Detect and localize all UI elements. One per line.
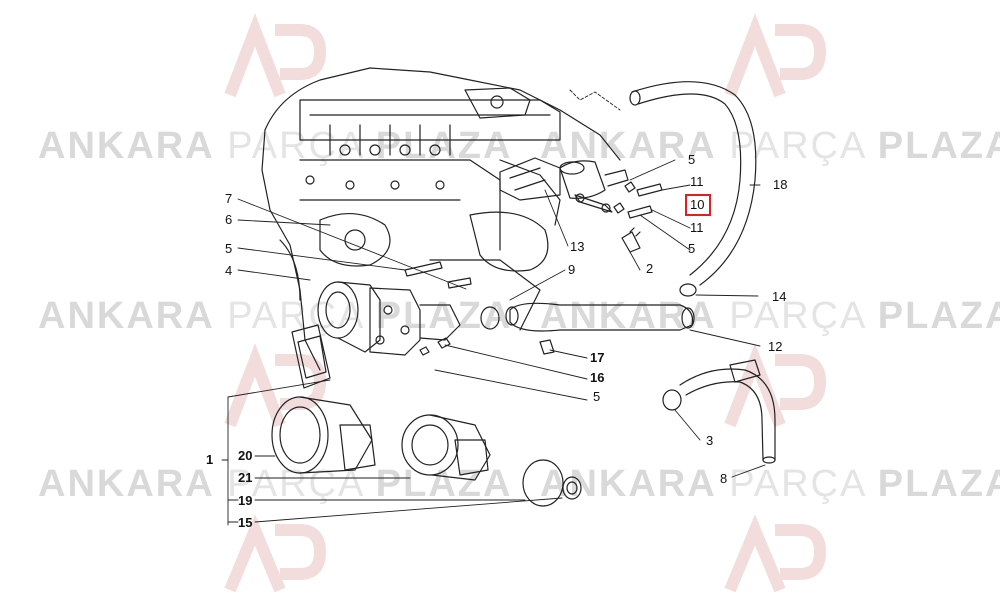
callout-13[interactable]: 13 (570, 239, 585, 254)
callout-7[interactable]: 7 (225, 191, 233, 206)
callout-21[interactable]: 21 (238, 470, 253, 485)
watermark-text: ANKARA PARÇA PLAZA (540, 125, 1000, 167)
callout-20[interactable]: 20 (238, 448, 253, 463)
callout-2[interactable]: 2 (646, 261, 654, 276)
callout-4[interactable]: 4 (225, 263, 233, 278)
logo-mark (224, 514, 327, 593)
callout-11[interactable]: 11 (690, 220, 704, 235)
callout-16[interactable]: 16 (590, 370, 605, 385)
callout-5[interactable]: 5 (688, 152, 696, 167)
callout-1[interactable]: 1 (206, 452, 214, 467)
callout-3[interactable]: 3 (706, 433, 714, 448)
callout-6[interactable]: 6 (225, 212, 233, 227)
callout-5[interactable]: 5 (688, 241, 696, 256)
callout-14[interactable]: 14 (772, 289, 787, 304)
callout-19[interactable]: 19 (238, 493, 253, 508)
watermark-row: ANKARA PARÇA PLAZA ANKARA PARÇA PLAZA (0, 125, 1000, 175)
bolts-upper (613, 181, 663, 253)
leader-lines (221, 89, 766, 526)
logo-mark (724, 514, 827, 593)
radiator-hose (629, 81, 757, 297)
callout-17[interactable]: 17 (590, 350, 605, 365)
pump-parts-exploded (271, 396, 582, 507)
water-pump-assembly (291, 261, 500, 389)
selected-part-highlight (685, 194, 711, 216)
callout-15[interactable]: 15 (238, 515, 253, 530)
callout-8[interactable]: 8 (720, 471, 728, 486)
thermostat-housing (499, 157, 629, 213)
lower-hose (662, 359, 776, 464)
callout-11[interactable]: 11 (690, 174, 704, 189)
watermark-text: ANKARA PARÇA PLAZA (38, 125, 513, 167)
logo-mark (224, 13, 327, 98)
callout-18[interactable]: 18 (773, 177, 788, 192)
callout-12[interactable]: 12 (768, 339, 783, 354)
callout-9[interactable]: 9 (568, 262, 576, 277)
callout-10[interactable]: 10 (690, 197, 705, 212)
callout-5[interactable]: 5 (593, 389, 601, 404)
coolant-pipe (505, 302, 695, 355)
watermark-text: ANKARA PARÇA PLAZA (38, 295, 513, 337)
logo-mark (724, 13, 827, 98)
callout-5[interactable]: 5 (225, 241, 233, 256)
engine-block (261, 67, 621, 371)
